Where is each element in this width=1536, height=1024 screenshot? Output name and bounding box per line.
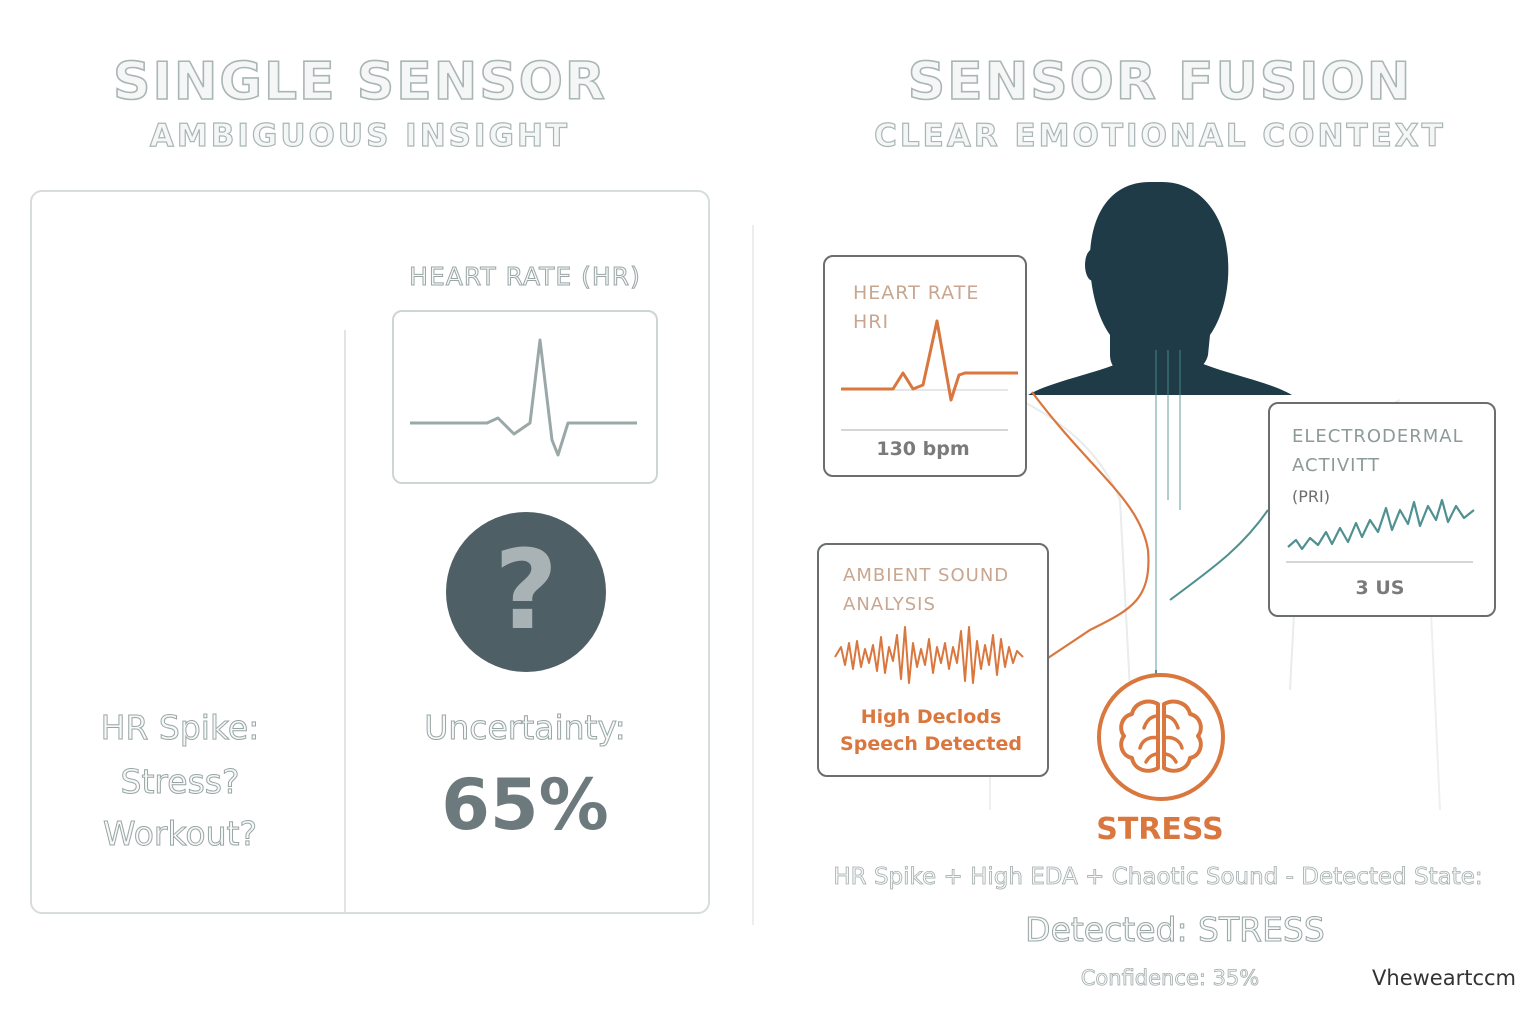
confidence-value: Confidence: 35% xyxy=(1080,966,1260,991)
eda-card-value: 3 US xyxy=(1355,577,1405,599)
hr-sensor-card xyxy=(823,255,1027,477)
sound-card-title-2: ANALYSIS xyxy=(843,594,936,615)
uncertainty-label: Uncertainty: xyxy=(424,708,627,748)
hr-label: HEART RATE (HR) xyxy=(409,262,641,292)
detected-state: Detected: STRESS xyxy=(1025,910,1326,950)
question-icon: ? xyxy=(446,512,606,672)
sound-card-caption-2: Speech Detected xyxy=(840,733,1022,755)
eda-card-title-1: ELECTRODERMAL xyxy=(1292,426,1464,447)
hr-spike-line-3: Workout? xyxy=(103,814,258,854)
brain-icon xyxy=(1097,673,1225,801)
right-subtitle: CLEAR EMOTIONAL CONTEXT xyxy=(874,117,1446,154)
hr-card-title-2: HRI xyxy=(853,311,890,333)
hr-waveform xyxy=(410,338,637,457)
sound-card-waveform xyxy=(834,626,1024,684)
fusion-formula: HR Spike + High EDA + Chaotic Sound - De… xyxy=(833,864,1483,891)
hr-spike-line-1: HR Spike: xyxy=(100,708,260,748)
question-mark: ? xyxy=(494,526,558,654)
state-label: STRESS xyxy=(1096,812,1224,847)
eda-card-waveform xyxy=(1286,498,1475,563)
hr-waveform-card xyxy=(392,310,658,484)
eda-card-title-2: ACTIVITT xyxy=(1292,455,1381,476)
hr-card-title-1: HEART RATE xyxy=(853,282,980,304)
hr-spike-line-2: Stress? xyxy=(120,762,240,802)
sound-sensor-card xyxy=(817,543,1049,777)
center-divider xyxy=(752,225,754,925)
eda-card-title-3: (PRI) xyxy=(1292,487,1330,506)
sound-card-title-1: AMBIENT SOUND xyxy=(843,565,1010,586)
left-title: SINGLE SENSOR xyxy=(112,51,607,113)
panel-divider xyxy=(344,330,346,912)
uncertainty-value: 65% xyxy=(441,764,609,846)
hr-card-value: 130 bpm xyxy=(876,438,970,460)
hr-card-waveform xyxy=(841,319,1018,431)
sound-card-caption-1: High Declods xyxy=(860,706,1002,728)
watermark: Vheweartccm xyxy=(1372,966,1516,990)
right-title: SENSOR FUSION xyxy=(907,51,1413,113)
left-subtitle: AMBIGUOUS INSIGHT xyxy=(149,117,571,154)
